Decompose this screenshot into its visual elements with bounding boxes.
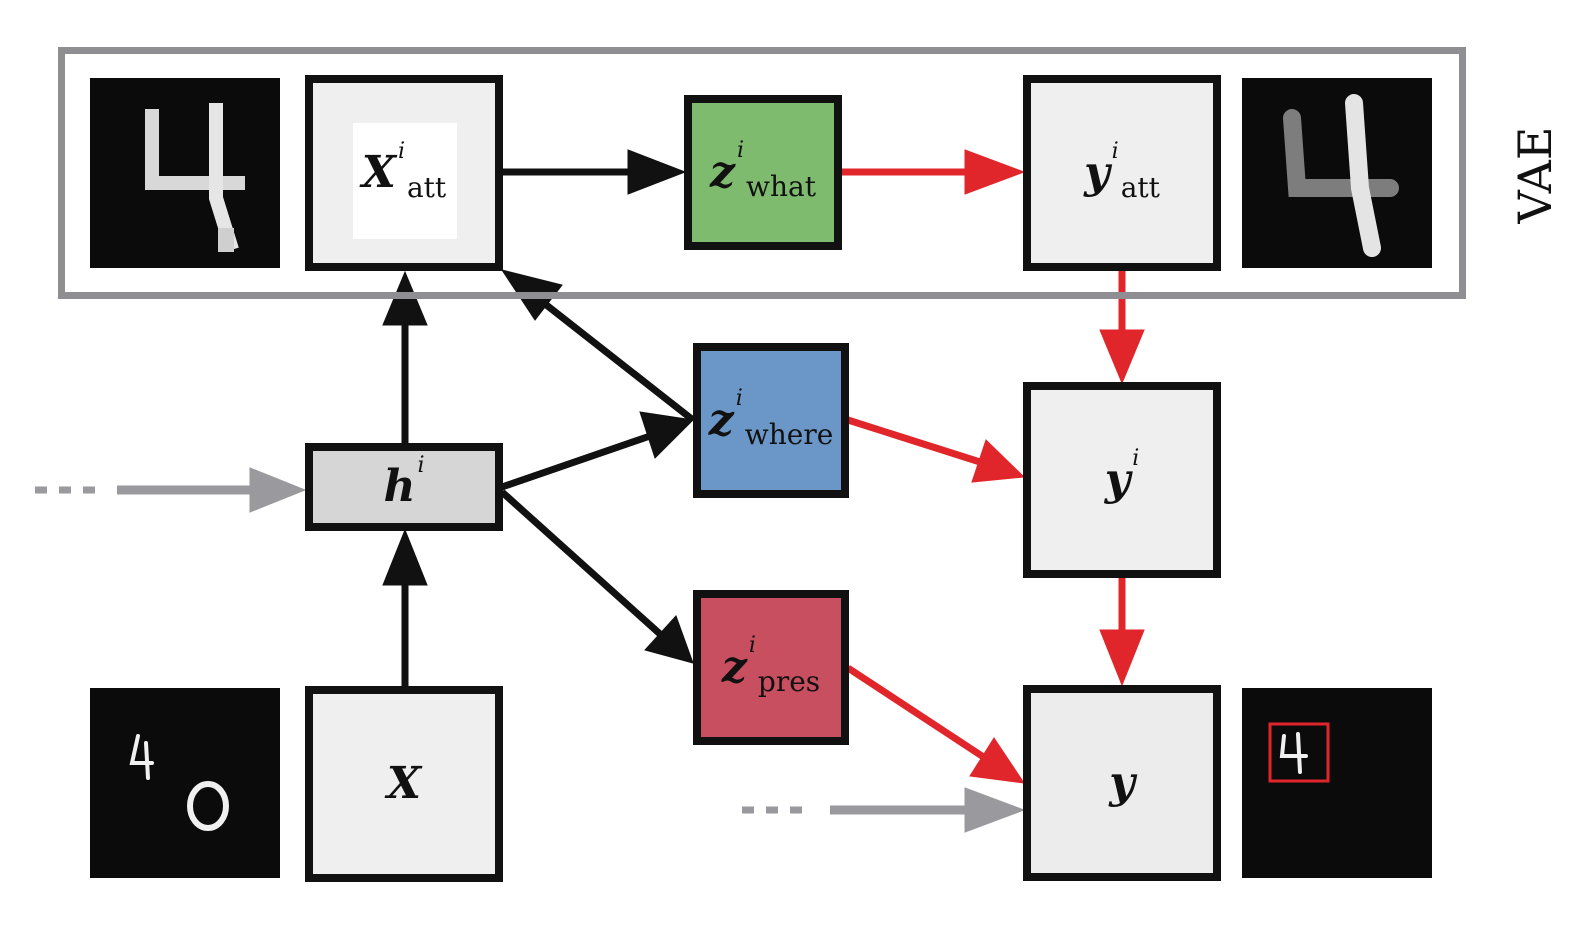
x-att-sub: att [406,170,447,204]
reconstructed-digit-image [1242,78,1432,268]
y-i-main: y [1104,454,1131,505]
x-label: X [313,694,495,874]
y-node: y [1023,685,1221,881]
arrowhead-yatt-to-yi [1099,329,1145,385]
arrow-zpres-to-y [846,665,987,761]
z-pres-main: z [721,641,747,693]
z-pres-sub: pres [757,665,821,698]
arrowhead-h-to-zwhere [639,411,695,459]
arrow-h-to-zpres [499,489,663,637]
vae-label: VAE [1508,126,1562,224]
y-i-sup: i [1132,445,1140,471]
arrowhead-prev-to-h [249,467,307,513]
y-att-sub: att [1120,170,1160,204]
input-scene-image [90,688,280,878]
z-what-main: z [710,146,735,198]
z-what-sup: i [737,138,745,163]
arrowhead-yi-to-y [1099,629,1145,687]
vae-group-box [58,47,1466,299]
x-node: X [305,686,503,882]
arrowhead-prev-to-y [964,787,1026,833]
z-where-sup: i [735,386,743,411]
arrowhead-xatt-to-zwhat [627,149,687,195]
z-where-sub: where [744,418,834,451]
arrowhead-zwhat-to-yatt [964,149,1026,195]
reconstructed-digit-graphic [1283,94,1399,257]
arrowhead-zwhere-to-yi [971,439,1026,483]
z-pres-sup: i [748,633,756,658]
x-main: X [386,758,422,809]
x-att-main: X [361,147,396,198]
attended-digit-image [90,78,280,268]
arrow-h-to-zwhere [500,432,652,491]
arrow-zwhere-to-yi [846,416,982,466]
output-scene-image [1242,688,1432,878]
x-att-sup: i [397,138,405,164]
z-where-main: z [708,394,734,446]
h-main: h [383,461,416,512]
y-att-sup: i [1111,138,1119,164]
gray-arrows [35,467,1026,833]
arrowhead-zpres-to-y [969,737,1026,784]
output-scene-graphic [1268,722,1330,783]
arrow-zwhere-to-xatt [537,297,696,423]
y-att-main: y [1084,147,1110,198]
attended-digit-graphic [145,103,245,252]
arrowhead-h-to-zpres [644,615,694,664]
z-what-sub: what [746,170,816,203]
arrowhead-x-to-h [382,528,428,586]
y-main: y [1109,757,1135,808]
red-arrows [842,149,1145,784]
x-att-inner [353,123,457,239]
h-sup: i [417,452,425,478]
y-label: y [1031,693,1213,873]
input-scene-graphic [129,734,229,831]
